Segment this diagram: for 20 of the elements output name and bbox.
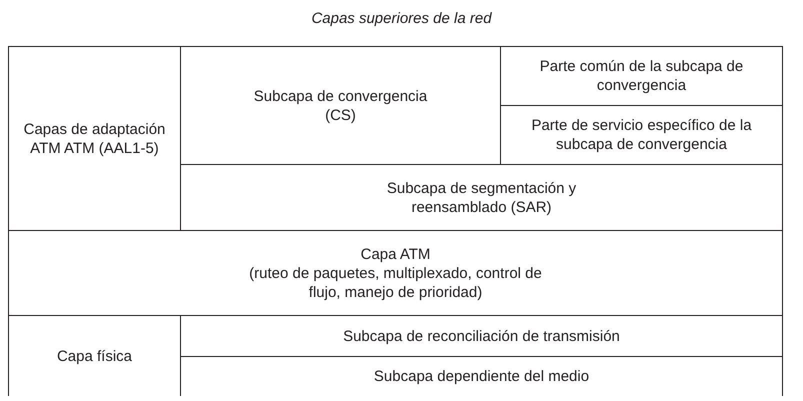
layer-cell: [180, 164, 783, 230]
layer-label: (ruteo de paquetes, multiplexado, control de flujo, manejo de prioridad): [248, 264, 543, 302]
layer-label: Parte de servicio específico de la subcapa de convergencia: [530, 116, 753, 154]
layer-cell: [8, 315, 180, 396]
layer-cell: [180, 356, 783, 396]
layer-label: Subcapa de convergencia (CS): [252, 86, 428, 124]
layer-cell: [180, 46, 500, 164]
layer-label: Parte común de la subcapa de convergencia: [538, 57, 744, 95]
layer-label: Subcapa de segmentación y reensamblado (SAR): [386, 178, 578, 216]
layer-cell: [180, 315, 783, 356]
layer-label: Subcapa dependiente del medio: [372, 367, 590, 386]
layer-cell: [500, 46, 783, 105]
layer-cell: [500, 105, 783, 164]
layer-cell: [8, 230, 783, 315]
layer-label: Capas de adaptación ATM ATM (AAL1-5): [22, 120, 166, 158]
layer-label: Capa física: [56, 346, 134, 366]
layer-label: Subcapa de reconciliación de transmisión: [342, 326, 621, 346]
layer-label: Capa ATM: [360, 244, 432, 264]
layer-cell: [8, 46, 180, 230]
heading: Capas superiores de la red: [310, 9, 493, 29]
